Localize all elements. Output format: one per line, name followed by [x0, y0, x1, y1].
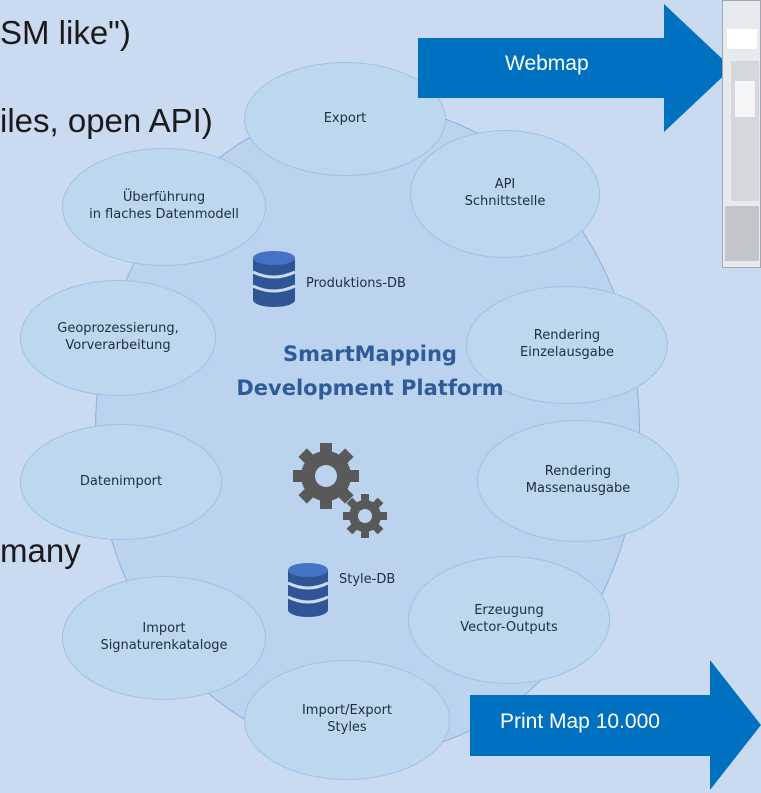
node-import-export-styles: Import/Export Styles: [244, 660, 450, 780]
node-rendering-masse: Rendering Massenausgabe: [477, 420, 679, 542]
webmap-label: Webmap: [505, 52, 589, 75]
node-datenimport: Datenimport: [20, 424, 222, 540]
database-icon: [287, 563, 329, 617]
bullet-text-open-api: iles, open API): [0, 102, 213, 139]
node-rendering-einzel: Rendering Einzelausgabe: [466, 286, 668, 404]
bullet-text-many: many: [0, 532, 81, 569]
bullet-text-osm: SM like"): [0, 14, 131, 51]
node-export: Export: [244, 62, 446, 176]
platform-title: SmartMapping Development Platform: [236, 342, 504, 400]
produktions-db-label: Produktions-DB: [306, 276, 406, 291]
database-icon: [252, 251, 296, 307]
webmap-arrow: [418, 4, 732, 132]
style-db-label: Style-DB: [339, 572, 396, 587]
print-map-arrow: [470, 660, 761, 790]
node-ueberfuehrung: Überführung in flaches Datenmodell: [62, 148, 266, 266]
gears-icon: [293, 443, 387, 538]
node-import-signaturen: Import Signaturenkataloge: [62, 576, 266, 700]
node-api: API Schnittstelle: [410, 130, 600, 258]
node-geoprozessierung: Geoprozessierung, Vorverarbeitung: [20, 280, 216, 396]
print-map-label: Print Map 10.000: [500, 710, 660, 733]
node-erzeugung-vector: Erzeugung Vector-Outputs: [408, 556, 610, 684]
webmap-screenshot: [722, 0, 761, 268]
